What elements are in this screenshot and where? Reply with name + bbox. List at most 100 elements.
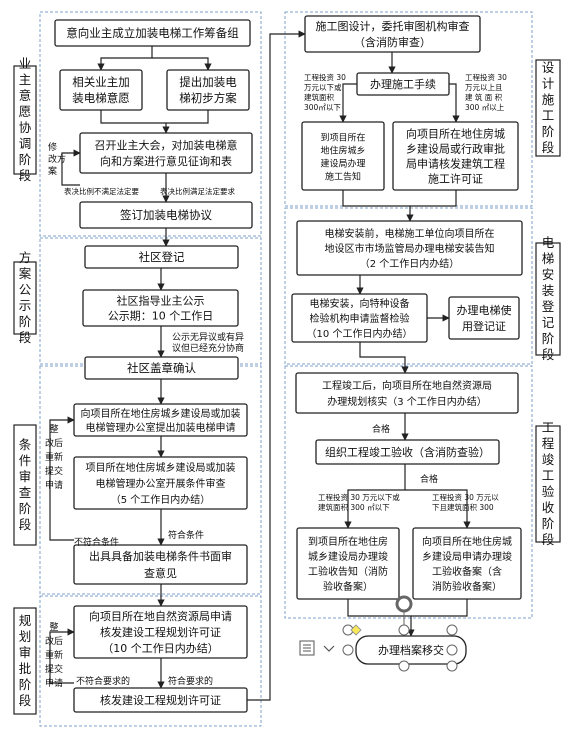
box-prep-group-text-0: 意向业主成立加装电梯工作筹备组 [66, 26, 239, 40]
box-construction-permit-text-3: 施工许可证 [428, 173, 483, 186]
selection-handles[interactable] [299, 595, 458, 672]
note-resubmit-1-0: 整 [49, 423, 58, 435]
box-construction-procedure: 办理施工手续 [356, 72, 450, 96]
box-construction-permit-text-2: 局申请核发建筑工程 [406, 157, 505, 171]
box-apply-planning-permit-text-0: 向项目所在地自然资源局申请 [89, 609, 232, 623]
box-condition-review-text-2: （5 个工作日内办结） [111, 493, 211, 506]
sec-elevator [284, 207, 533, 365]
note-invest-high-3: 300 ㎡以上 [465, 103, 505, 112]
sec-accept [284, 365, 533, 619]
box-completion-acceptance-text-0: 组织工程竣工验收（含消防查验） [325, 445, 490, 459]
note-invest-low-3: 300㎡以下 [304, 103, 341, 112]
box-review-opinion-text-1: 查意见 [144, 566, 177, 580]
box-acceptance-filing-text-0: 向项目所在地住房城 [422, 535, 512, 548]
connector [49, 628, 75, 684]
box-archive-transfer-text-0: 办理档案移交 [378, 643, 444, 657]
connector [339, 83, 357, 123]
box-community-register: 社区登记 [84, 245, 239, 269]
stage-planning-approval-text: 规划审批阶段 [19, 613, 32, 708]
stage-condition-review-text: 条件审查阶段 [19, 437, 32, 532]
note-invest-low-2-1: 建筑面积 300 ㎡以下 [318, 502, 390, 512]
box-construction-drawing-text-0: 施工图设计，委托审图机构审查 [316, 19, 470, 33]
chevron-down-icon[interactable] [323, 645, 335, 652]
sec-design [284, 11, 533, 207]
note-resubmit-2-4: 申请 [45, 677, 63, 689]
box-elevator-notice-text-0: 电梯安装前，电梯施工单位向项目所在 [325, 227, 495, 240]
resize-handle-2[interactable] [446, 624, 458, 636]
box-apply-planning-permit-text-1: 核发建设工程规划许可证 [100, 625, 221, 639]
stage-planning-approval: 规划审批阶段 [13, 607, 37, 715]
connector [411, 599, 468, 617]
note-invest-low-0: 工程投资 30 [304, 72, 346, 82]
connector [405, 489, 471, 529]
stage-public-notice-text: 方案公示阶段 [19, 250, 32, 345]
box-sign-agreement-text-0: 签订加装电梯协议 [120, 208, 212, 222]
stage-design-construction-text: 设计施工阶段 [542, 60, 555, 155]
box-acceptance-filing-text-1: 乡建设局申请办理竣 [422, 550, 512, 563]
box-issue-planning-permit: 核发建设工程规划许可证 [73, 687, 248, 713]
box-supervision-inspection-text-0: 电梯安装，向特种设备 [310, 297, 410, 310]
box-acceptance-filing-text-2: 工验收备案（含 [432, 565, 502, 578]
stage-public-notice: 方案公示阶段 [13, 250, 37, 345]
stage-elevator-registration-text: 电梯安装登记阶段 [542, 235, 555, 362]
connector [49, 416, 75, 541]
connector [344, 464, 406, 529]
note-resubmit-2-2: 重新 [45, 649, 63, 661]
note-cond-ok-1: 符合条件 [168, 529, 204, 541]
note-cond-fail-1: 不符合条件 [74, 536, 119, 548]
box-community-stamp-text-0: 社区盖章确认 [127, 361, 196, 375]
resize-handle-3[interactable] [342, 644, 354, 656]
box-submit-application-text-0: 向项目所在地住房城乡建设局或加装 [81, 407, 241, 420]
box-community-stamp: 社区盖章确认 [84, 356, 239, 380]
note-cond-fail-2: 不符合要求的 [76, 675, 130, 687]
note-public-result-1: 议但已经充分协商 [172, 342, 244, 354]
note-resubmit-1-1: 改后 [45, 437, 63, 449]
connector [410, 190, 457, 207]
note-resubmit-1-3: 提交 [45, 465, 63, 477]
resize-handle-1[interactable] [398, 624, 410, 636]
box-elevator-notice-text-2: （2 个工作日内办结） [360, 257, 460, 270]
box-issue-planning-permit-text-0: 核发建设工程规划许可证 [100, 693, 221, 707]
box-planning-verification-text-0: 工程竣工后，向项目所在地自然资源局 [322, 379, 492, 392]
connector [97, 46, 153, 71]
box-supervision-inspection-text-1: 检验机构申请监督检验 [310, 312, 410, 325]
box-owner-meeting-text-1: 向和方案进行意见征询和表 [100, 154, 232, 168]
annotations: 修改方案表决比例不满足法定要表决比例满足法定要求公示无异议或有异议但已经充分协商… [45, 72, 507, 689]
box-public-notice-text-1: 公示期：10 个工作日 [108, 310, 214, 323]
resize-handle-6[interactable] [446, 660, 458, 672]
box-archive-transfer: 办理档案移交 [355, 635, 467, 665]
box-sign-agreement: 签订加装电梯协议 [79, 201, 253, 229]
box-planning-verification-text-1: 办理规划核实（3 个工作日内办结） [327, 395, 487, 408]
stage-completion-acceptance-text: 工程竣工验收阶段 [542, 420, 555, 547]
note-invest-high-2: 建 筑 面 积 [465, 92, 503, 102]
box-supervision-inspection-text-2: （10 个工作日内办结） [307, 327, 413, 340]
box-owner-will-text-1: 装电梯意愿 [72, 91, 130, 105]
note-qualified-2: 合格 [420, 473, 438, 485]
stage-elevator-registration: 电梯安装登记阶段 [535, 235, 561, 362]
sec-plan [39, 595, 262, 727]
layout-options-icon[interactable] [299, 640, 315, 656]
note-invest-low-1: 万元以下或 [304, 82, 342, 92]
box-initial-plan-text-0: 提出加装电 [179, 75, 237, 89]
connector [247, 30, 306, 701]
note-resubmit-1-4: 申请 [45, 479, 63, 491]
note-public-result-0: 公示无异议或有异 [172, 331, 244, 343]
resize-handle-5[interactable] [398, 660, 410, 672]
shape-adjust-handle[interactable] [350, 624, 362, 636]
note-revise-plan-1: 改方 [48, 153, 66, 165]
rotate-handle-icon[interactable] [395, 595, 413, 613]
connector [342, 190, 414, 222]
connector [152, 57, 212, 71]
resize-handle-4[interactable] [446, 644, 458, 656]
box-construction-permit-text-1: 乡建设局或行政审批 [406, 142, 505, 156]
connector-lines [49, 30, 471, 701]
box-owner-meeting-text-0: 召开业主大会，对加装电梯意 [95, 138, 238, 152]
box-initial-plan-text-1: 梯初步方案 [179, 91, 237, 105]
